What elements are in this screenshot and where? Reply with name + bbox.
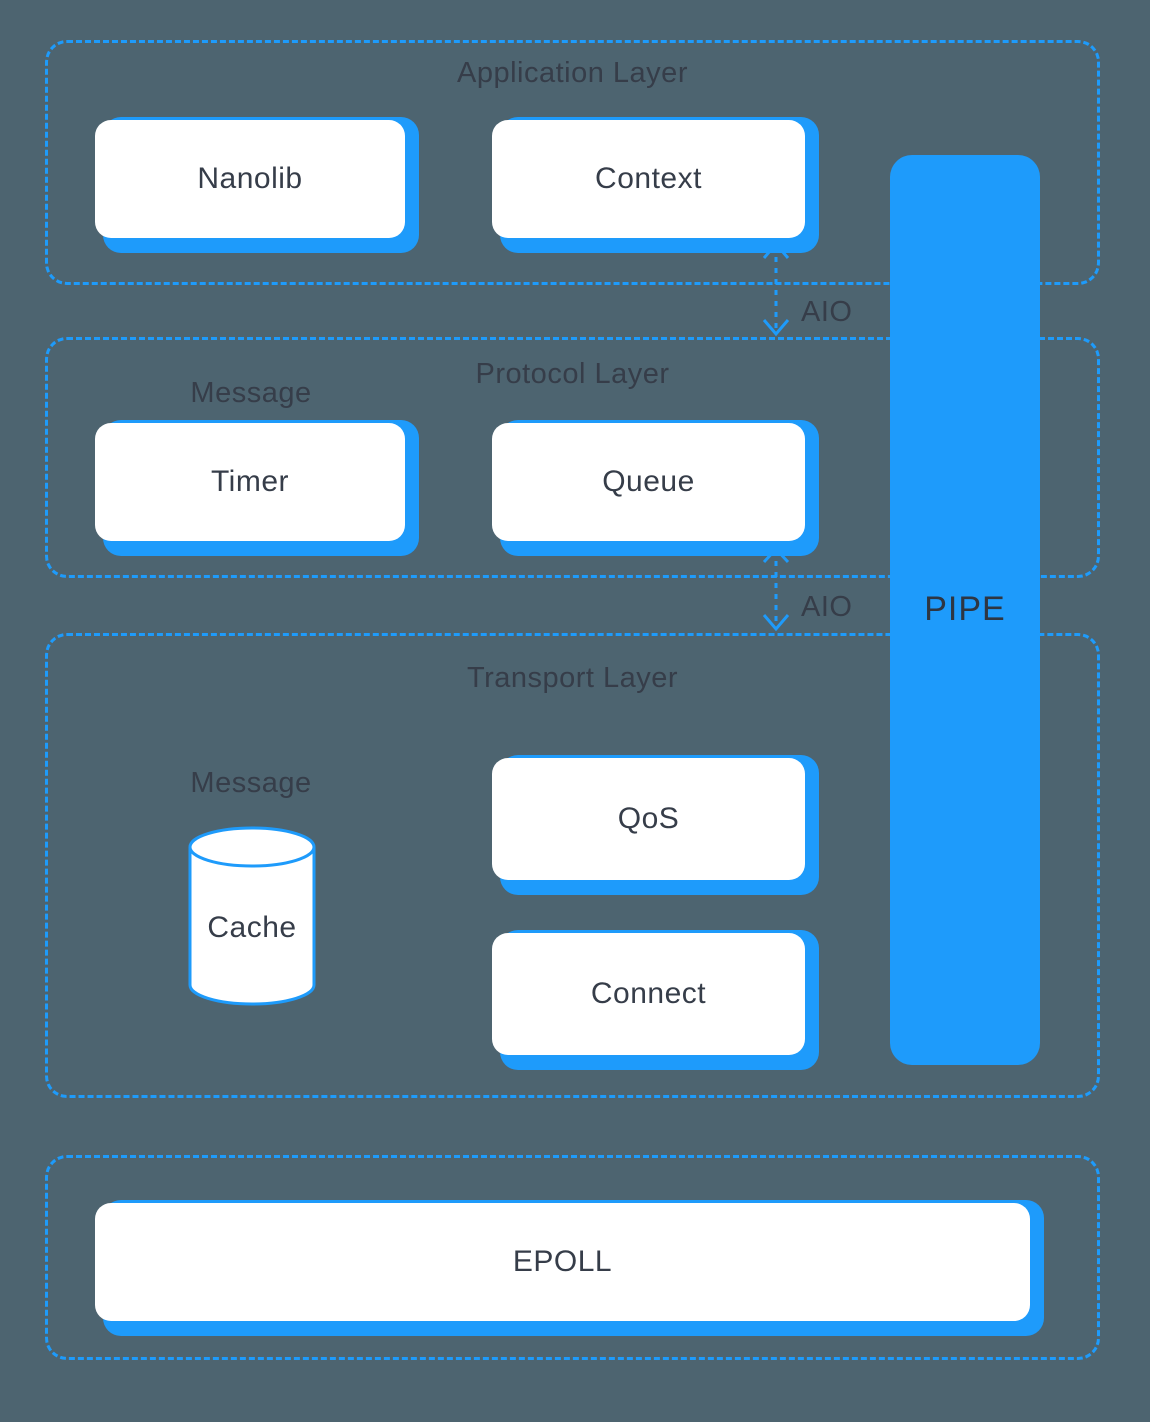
protocol-message-label: Message <box>190 377 312 409</box>
qos-box-label: QoS <box>617 802 680 835</box>
nanolib-box-label: Nanolib <box>197 162 303 195</box>
cache-cylinder: Cache <box>185 825 319 1009</box>
protocol-layer-title: Protocol Layer <box>475 358 670 390</box>
epoll-box: EPOLL <box>95 1200 1044 1336</box>
context-box: Context <box>492 117 819 253</box>
connect-box-label: Connect <box>590 977 707 1010</box>
connect-box: Connect <box>492 930 819 1070</box>
queue-box-label: Queue <box>602 465 695 498</box>
protocol-layer-container <box>45 337 1100 578</box>
aio-bidirectional-arrow-icon <box>762 241 790 337</box>
application-layer-container <box>45 40 1100 285</box>
transport-layer-title: Transport Layer <box>466 662 679 694</box>
application-layer-title: Application Layer <box>457 57 688 89</box>
epoll-box-label: EPOLL <box>512 1245 613 1278</box>
transport-message-label: Message <box>190 767 312 799</box>
context-box-label: Context <box>595 162 702 195</box>
pipe-bar: PIPE <box>890 155 1040 1065</box>
aio-bidirectional-arrow-icon <box>762 546 790 632</box>
pipe-label: PIPE <box>924 590 1006 628</box>
cylinder-icon <box>188 826 316 1006</box>
nanolib-box: Nanolib <box>95 117 419 253</box>
aio-label-top: AIO <box>801 296 853 328</box>
cache-label: Cache <box>207 911 297 944</box>
timer-box-label: Timer <box>210 465 290 498</box>
base-layer-container <box>45 1155 1100 1360</box>
aio-label-bottom: AIO <box>801 591 853 623</box>
transport-layer-container <box>45 633 1100 1098</box>
queue-box: Queue <box>492 420 819 556</box>
timer-box: Timer <box>95 420 419 556</box>
qos-box: QoS <box>492 755 819 895</box>
